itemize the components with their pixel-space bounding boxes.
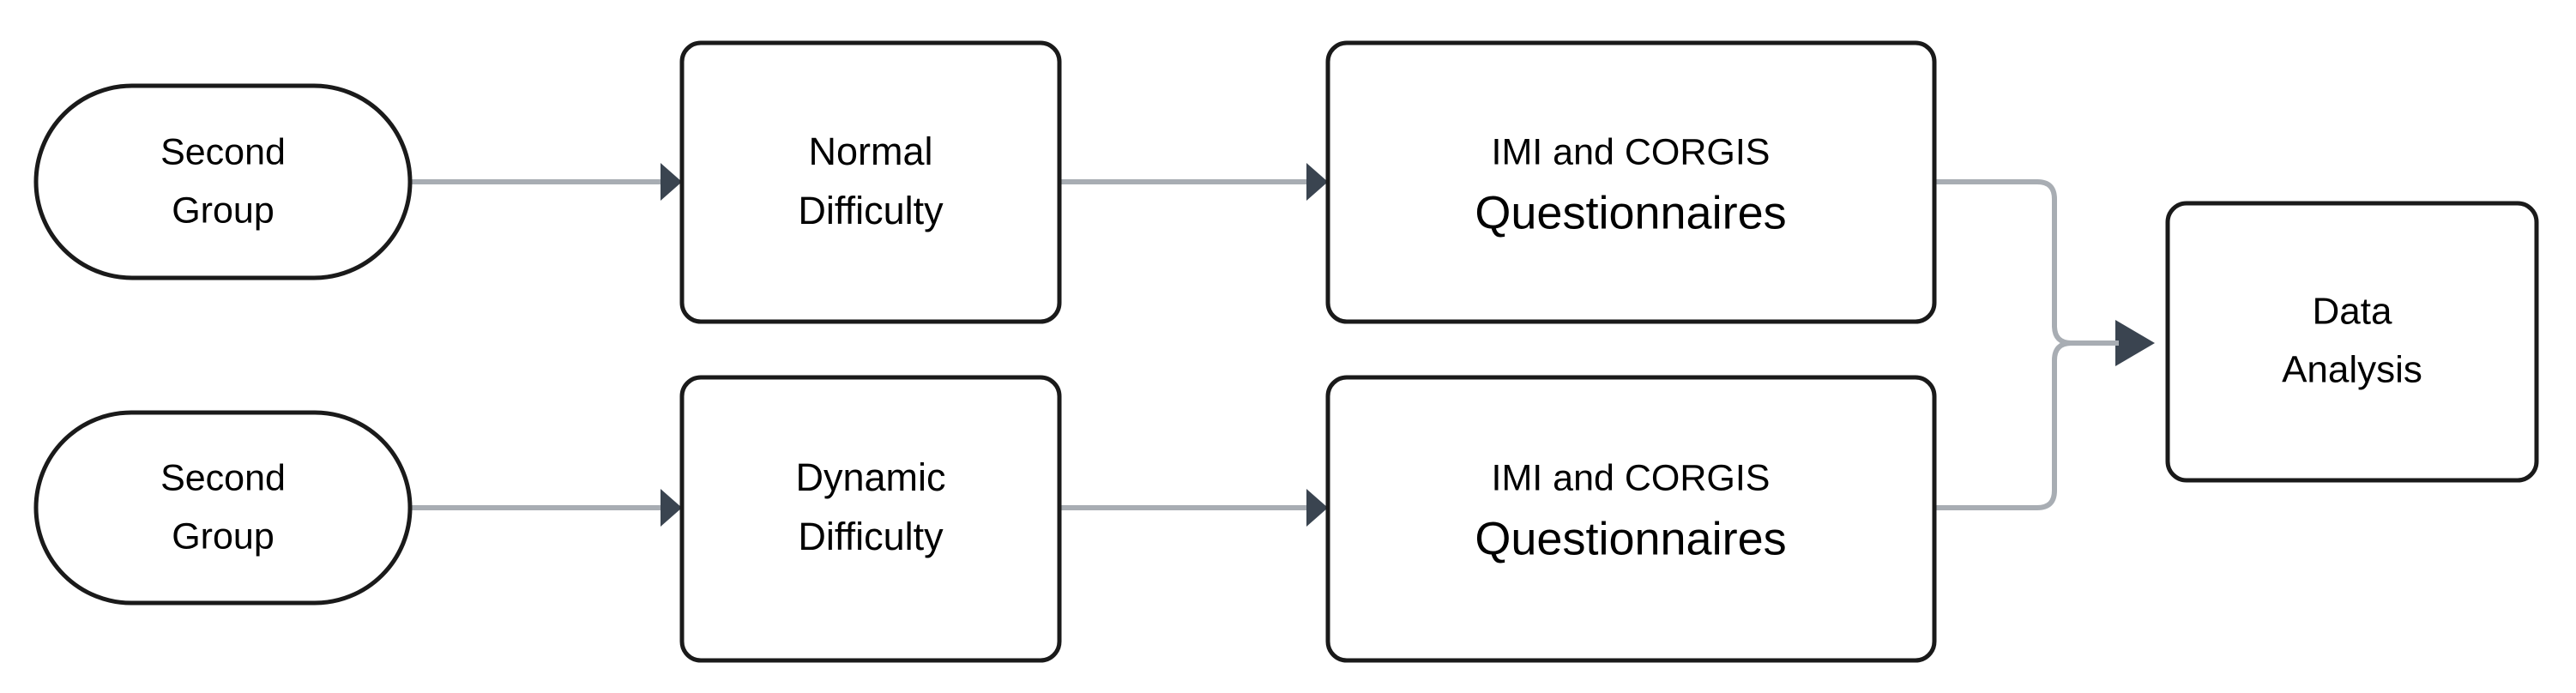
edge-normal-difficulty-to-questionnaires-top bbox=[1059, 163, 1328, 201]
node-label-line2: Questionnaires bbox=[1475, 187, 1786, 238]
edge-questionnaires-top-to-data-analysis bbox=[1934, 179, 2115, 346]
edge-second-group-bottom-to-dynamic-difficulty bbox=[410, 489, 682, 527]
node-box-shape bbox=[679, 40, 1062, 324]
node-questionnaires-bottom[interactable]: IMI and CORGIS Questionnaires bbox=[1325, 375, 1937, 663]
arrowhead-icon bbox=[2115, 320, 2155, 366]
node-box-shape bbox=[679, 375, 1062, 663]
edge-dynamic-difficulty-to-questionnaires-bottom bbox=[1059, 489, 1328, 527]
node-label-line1: Dynamic bbox=[795, 455, 945, 499]
node-label-line1: IMI and CORGIS bbox=[1492, 131, 1771, 172]
node-label-line2: Difficulty bbox=[798, 189, 944, 232]
node-label-line1: Normal bbox=[808, 130, 932, 173]
arrowhead-icon bbox=[1306, 163, 1328, 201]
node-box-shape bbox=[1325, 375, 1937, 663]
node-stadium-shape bbox=[33, 83, 413, 280]
node-label-line2: Difficulty bbox=[798, 515, 944, 558]
node-label-line1: Second bbox=[160, 131, 286, 172]
edge-second-group-top-to-normal-difficulty bbox=[410, 163, 682, 201]
node-box-shape bbox=[2165, 201, 2539, 483]
arrowhead-icon bbox=[661, 489, 682, 527]
node-data-analysis[interactable]: Data Analysis bbox=[2165, 201, 2539, 483]
node-stadium-shape bbox=[33, 410, 413, 606]
node-label-line2: Group bbox=[172, 515, 274, 557]
node-dynamic-difficulty[interactable]: Dynamic Difficulty bbox=[679, 375, 1062, 663]
node-label-line1: Second bbox=[160, 457, 286, 498]
node-label-line2: Group bbox=[172, 190, 274, 231]
arrowhead-icon bbox=[661, 163, 682, 201]
node-label-line1: IMI and CORGIS bbox=[1492, 457, 1771, 498]
edge-layer bbox=[410, 163, 2155, 527]
node-second-group-bottom[interactable]: Second Group bbox=[33, 410, 413, 606]
node-label-line2: Analysis bbox=[2282, 349, 2422, 391]
node-label-line1: Data bbox=[2313, 291, 2392, 333]
node-questionnaires-top[interactable]: IMI and CORGIS Questionnaires bbox=[1325, 40, 1937, 324]
edge-questionnaires-bottom-to-data-analysis bbox=[1934, 340, 2115, 510]
node-label-line2: Questionnaires bbox=[1475, 513, 1786, 564]
node-second-group-top[interactable]: Second Group bbox=[33, 83, 413, 280]
arrowhead-icon bbox=[1306, 489, 1328, 527]
node-box-shape bbox=[1325, 40, 1937, 324]
node-normal-difficulty[interactable]: Normal Difficulty bbox=[679, 40, 1062, 324]
